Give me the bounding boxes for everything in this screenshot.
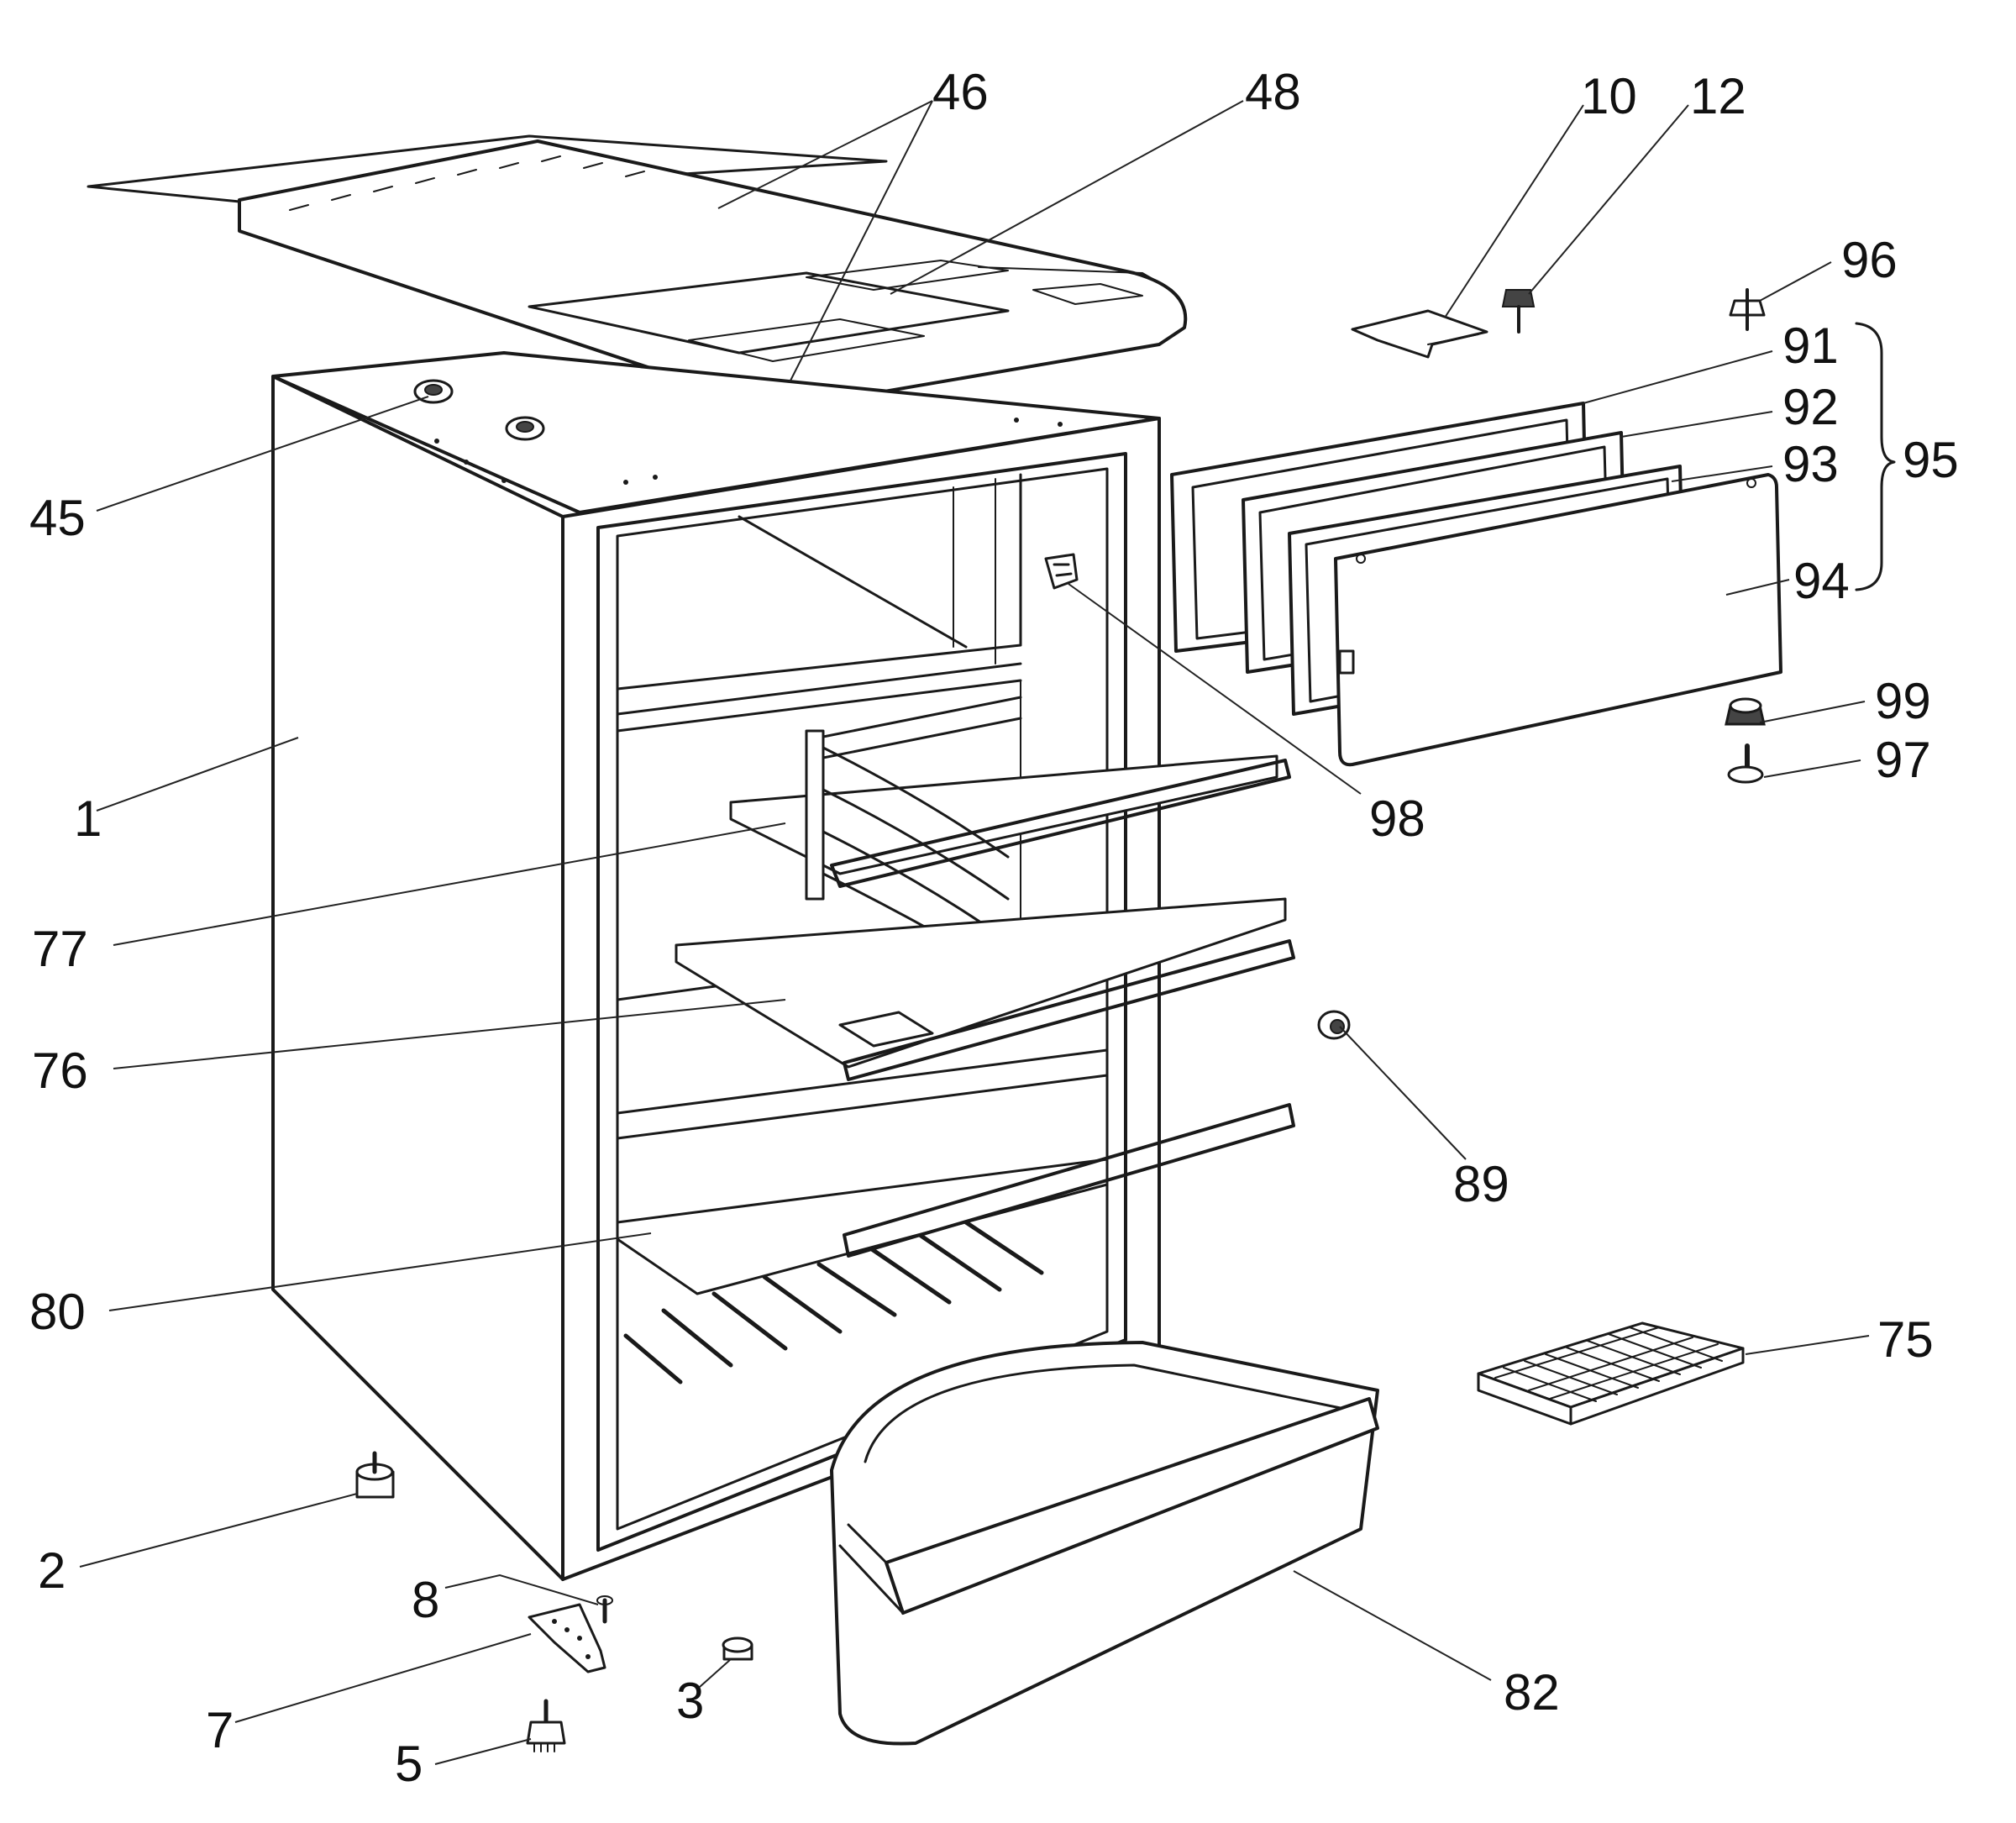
leader-93 (1671, 465, 1773, 482)
leader-8 (444, 1573, 599, 1605)
label-96: 96 (1841, 232, 1898, 288)
condenser-fins (623, 1220, 1044, 1384)
nut-99 (1725, 697, 1766, 726)
label-99: 99 (1875, 673, 1931, 729)
door-assembly (1170, 402, 1782, 767)
door-bin-82 (830, 1341, 1379, 1746)
leader-97 (1763, 759, 1861, 778)
leader-46a (717, 100, 933, 209)
leader-46b (789, 100, 933, 383)
label-7: 7 (206, 1702, 234, 1758)
leader-94 (1725, 579, 1790, 596)
leader-48 (890, 100, 1244, 295)
screw-8 (596, 1595, 613, 1624)
label-77: 77 (32, 921, 88, 977)
label-5: 5 (395, 1736, 423, 1792)
label-8: 8 (412, 1572, 439, 1628)
screw-12 (1501, 289, 1536, 334)
leader-10 (1444, 104, 1584, 318)
leader-76 (113, 999, 786, 1069)
leader-82 (1293, 1570, 1492, 1681)
leader-80 (108, 1232, 652, 1311)
hinge-pin-97 (1727, 743, 1764, 784)
bushing-3 (722, 1636, 753, 1661)
label-94: 94 (1793, 553, 1850, 609)
leader-89 (1339, 1026, 1467, 1160)
top-cover (87, 134, 1188, 409)
label-45: 45 (29, 490, 86, 546)
label-2: 2 (38, 1542, 66, 1599)
leader-lines (79, 100, 1870, 1765)
leader-7 (234, 1633, 532, 1723)
label-10: 10 (1581, 68, 1637, 124)
leader-92 (1620, 411, 1773, 438)
label-89: 89 (1453, 1156, 1509, 1212)
label-3: 3 (676, 1673, 704, 1729)
leader-2 (79, 1493, 358, 1568)
leader-99 (1759, 701, 1866, 723)
label-97: 97 (1875, 732, 1931, 788)
leader-1 (96, 737, 299, 812)
label-80: 80 (29, 1284, 86, 1340)
leader-96 (1759, 261, 1832, 302)
leader-3 (699, 1658, 732, 1688)
top-plug-45 (413, 379, 545, 441)
leader-12 (1528, 104, 1689, 295)
hinge-bracket (1351, 309, 1488, 359)
foot-2 (355, 1451, 395, 1499)
shelf-lower (616, 1103, 1295, 1295)
label-95: 95 (1903, 432, 1959, 488)
leader-98 (1068, 583, 1362, 795)
leader-77 (113, 822, 786, 946)
group-brace-95 (1855, 322, 1896, 591)
part-labels: 46 48 10 12 96 91 92 93 95 94 45 1 98 99… (29, 64, 1959, 1792)
label-1: 1 (74, 791, 102, 847)
ice-tray (1477, 1321, 1745, 1426)
leader-45 (96, 396, 429, 512)
label-82: 82 (1504, 1664, 1560, 1721)
foot-5 (526, 1699, 566, 1752)
label-92: 92 (1782, 379, 1839, 435)
leader-91 (1583, 350, 1773, 404)
label-75: 75 (1877, 1311, 1934, 1368)
leader-75 (1745, 1335, 1870, 1355)
clip-98 (1044, 553, 1079, 590)
screw-96 (1729, 288, 1766, 331)
label-12: 12 (1690, 68, 1746, 124)
top-cover-vents (289, 155, 645, 211)
label-48: 48 (1245, 64, 1301, 120)
label-93: 93 (1782, 436, 1839, 492)
label-76: 76 (32, 1043, 88, 1099)
leader-5 (434, 1738, 532, 1765)
shelf-middle (675, 897, 1295, 1081)
label-91: 91 (1782, 318, 1839, 374)
button-89 (1317, 1010, 1351, 1040)
bottom-hinge-7 (528, 1603, 606, 1673)
shelf-upper (729, 696, 1291, 976)
label-46: 46 (932, 64, 989, 120)
top-screws (434, 418, 1063, 485)
label-98: 98 (1369, 791, 1425, 847)
